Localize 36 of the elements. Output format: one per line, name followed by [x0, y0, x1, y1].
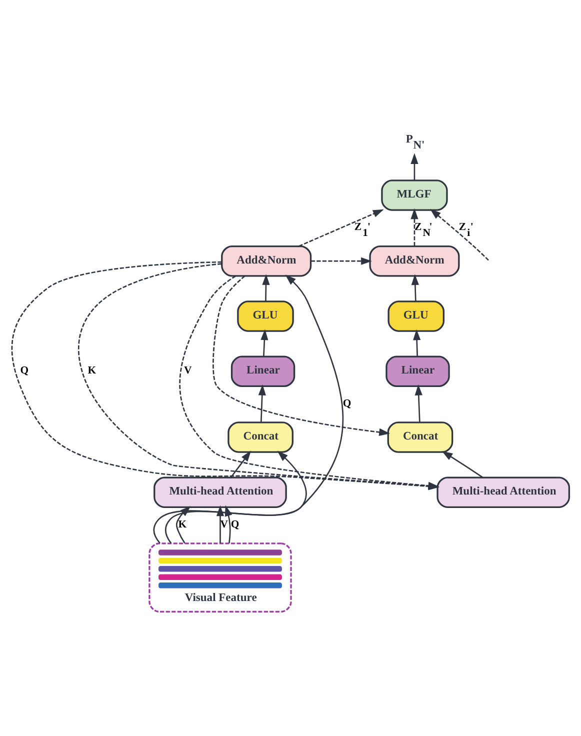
edge-label: V — [184, 364, 192, 376]
arrow — [430, 208, 489, 260]
node-box: Add&Norm — [369, 244, 460, 276]
arrow — [230, 450, 252, 478]
arrow — [442, 450, 484, 478]
node-box: Linear — [230, 355, 296, 387]
arrow — [414, 384, 422, 422]
node-box: Add&Norm — [221, 244, 312, 276]
arrow — [165, 450, 307, 544]
arrow — [298, 208, 384, 246]
arrow — [310, 256, 372, 264]
node-box: GLU — [388, 300, 444, 332]
arrow — [212, 275, 390, 436]
arrow — [260, 328, 268, 356]
arrow — [410, 152, 418, 180]
node-box: Multi-head Attention — [154, 476, 287, 508]
edge-label: Q — [20, 364, 29, 376]
arrow — [176, 505, 191, 544]
arrow — [410, 208, 418, 246]
arrow — [258, 384, 266, 422]
edge-label: Q — [230, 518, 240, 530]
arrow — [224, 504, 232, 543]
node-box: GLU — [237, 300, 294, 332]
edge-label: K — [88, 364, 96, 376]
node-box: Multi-head Attention — [436, 476, 570, 508]
node-box: Concat — [228, 421, 294, 452]
edge-label: Q — [342, 396, 352, 409]
arrow — [411, 274, 419, 301]
node-box: Concat — [387, 421, 454, 452]
node-box: MLGF — [381, 179, 448, 210]
edge-label: K — [178, 518, 187, 530]
node-box: Linear — [386, 355, 450, 387]
arrow — [262, 274, 270, 301]
arrow — [153, 274, 344, 544]
arrow — [413, 328, 421, 356]
node-box: Visual Feature — [148, 542, 292, 612]
